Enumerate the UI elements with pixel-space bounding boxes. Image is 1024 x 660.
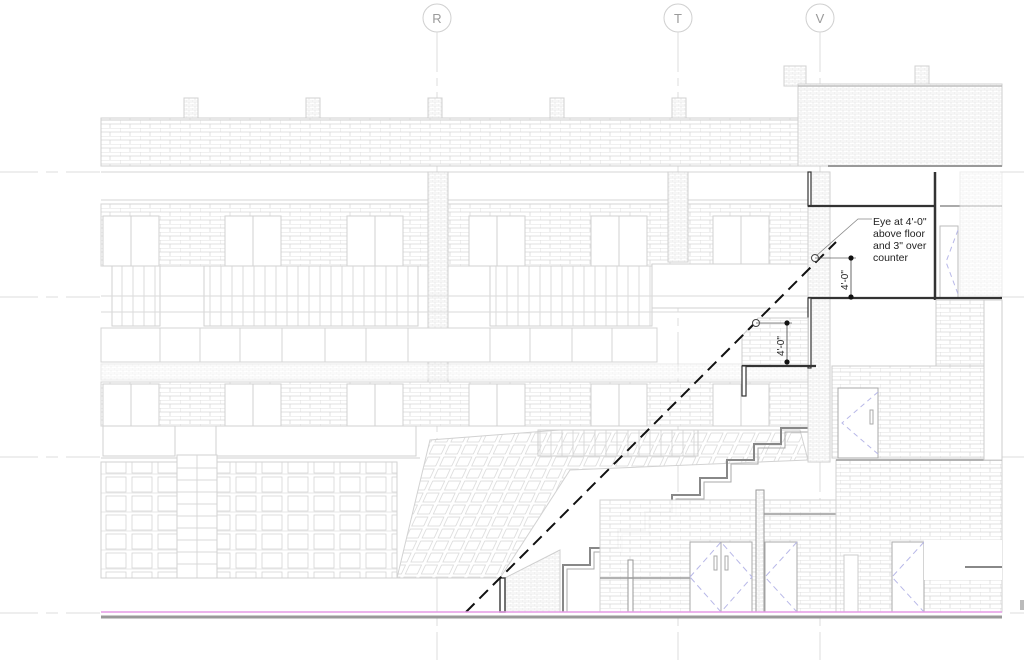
grid-line-T: T [663,3,693,660]
double-door [689,541,753,613]
eye-height-note: Eye at 4'-0" above floor and 3" over cou… [815,216,927,264]
right-door [891,541,925,613]
dimension-upper-label: 4'-0" [840,270,851,290]
suite-door [837,387,879,459]
level-lines [0,171,1024,614]
single-door [764,541,798,613]
dimension-upper: 4'-0" [815,255,856,300]
riser-profile [562,427,808,612]
roof-parapet [100,97,802,167]
concourse-walls [599,459,1003,613]
note-line-4: counter [873,252,909,264]
upper-railings [100,263,811,381]
grid-label-T: T [674,11,682,26]
dimension-lower: 4'-0" [756,320,792,365]
dimension-lower-label: 4'-0" [776,336,787,356]
note-line-1: Eye at 4'-0" [873,216,927,228]
ground-floor-line [101,600,1024,619]
right-roof-block [783,65,1003,167]
counter-box [741,317,816,397]
seating-bowl [100,429,809,579]
suite-block [807,171,1003,463]
grid-label-V: V [816,11,825,26]
note-line-2: above floor [873,228,925,240]
grid-label-R: R [432,11,441,26]
note-line-3: and 3" over [873,240,927,252]
lower-tier-wall [100,381,810,459]
